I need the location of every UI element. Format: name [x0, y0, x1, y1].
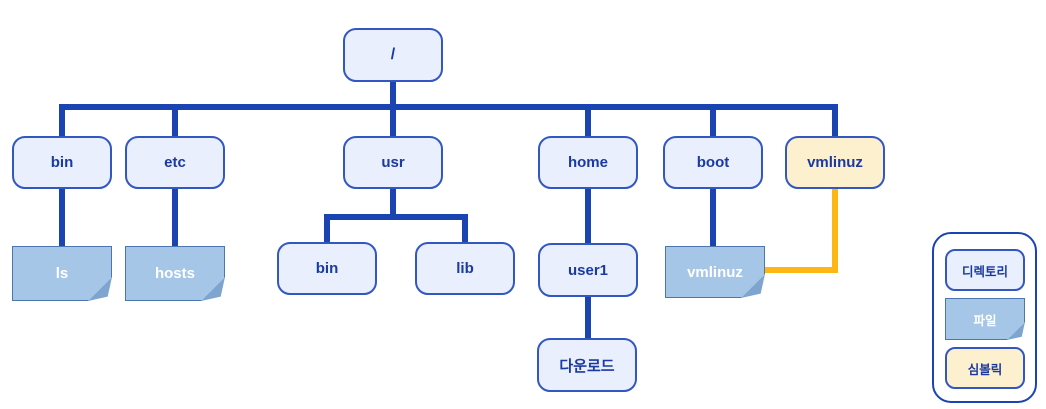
- edge-home-to-user1: [585, 186, 591, 245]
- node-vmlinuz-symlink: vmlinuz: [785, 136, 885, 189]
- node-home-directory: home: [538, 136, 638, 189]
- edge-trunk-to-bin: [59, 104, 65, 137]
- edge-usr-subtrunk: [324, 214, 468, 220]
- edge-symlink-vertical: [832, 186, 838, 273]
- legend-panel: 디렉토리 파일 심볼릭: [932, 232, 1037, 403]
- edge-etc-to-hosts: [172, 186, 178, 248]
- edge-usr-stem: [390, 186, 396, 218]
- node-root-directory: /: [343, 28, 443, 82]
- edge-user1-to-downloads: [585, 295, 591, 339]
- edge-trunk-to-boot: [710, 104, 716, 137]
- file-shape: [665, 246, 765, 298]
- file-label: hosts: [154, 265, 195, 282]
- edge-trunk-to-usr: [390, 104, 396, 137]
- edge-root-trunk: [59, 104, 838, 110]
- file-label: vmlinuz: [687, 263, 743, 281]
- node-etc-directory: etc: [125, 136, 225, 189]
- edge-trunk-to-vmlinuz-symlink: [832, 104, 838, 137]
- legend-file-label: 파일: [973, 313, 997, 328]
- file-shape: [12, 246, 112, 301]
- edge-trunk-to-home: [585, 104, 591, 137]
- file-shape: [125, 246, 225, 301]
- file-shape: [945, 298, 1025, 340]
- edge-usr-to-lib: [462, 214, 468, 244]
- edge-trunk-to-etc: [172, 104, 178, 137]
- edge-root-stem: [390, 80, 396, 108]
- node-bin-directory: bin: [12, 136, 112, 189]
- legend-directory-item: 디렉토리: [945, 249, 1025, 291]
- legend-symlink-item: 심볼릭: [945, 347, 1025, 389]
- file-label: ls: [55, 265, 69, 282]
- legend-file-item: 파일: [945, 298, 1025, 340]
- node-ls-file: ls: [12, 246, 112, 301]
- edge-bin-to-ls: [59, 186, 65, 248]
- node-usr-lib-directory: lib: [415, 242, 515, 295]
- node-usr-bin-directory: bin: [277, 242, 377, 295]
- node-usr-directory: usr: [343, 136, 443, 189]
- node-user1-directory: user1: [538, 243, 638, 297]
- node-hosts-file: hosts: [125, 246, 225, 301]
- node-downloads-directory: 다운로드: [537, 338, 637, 392]
- node-vmlinuz-file: vmlinuz: [665, 246, 765, 298]
- edge-boot-to-vmlinuz-file: [710, 186, 716, 248]
- node-boot-directory: boot: [663, 136, 763, 189]
- edge-usr-to-bin: [324, 214, 330, 244]
- edge-symlink-horizontal: [765, 267, 838, 273]
